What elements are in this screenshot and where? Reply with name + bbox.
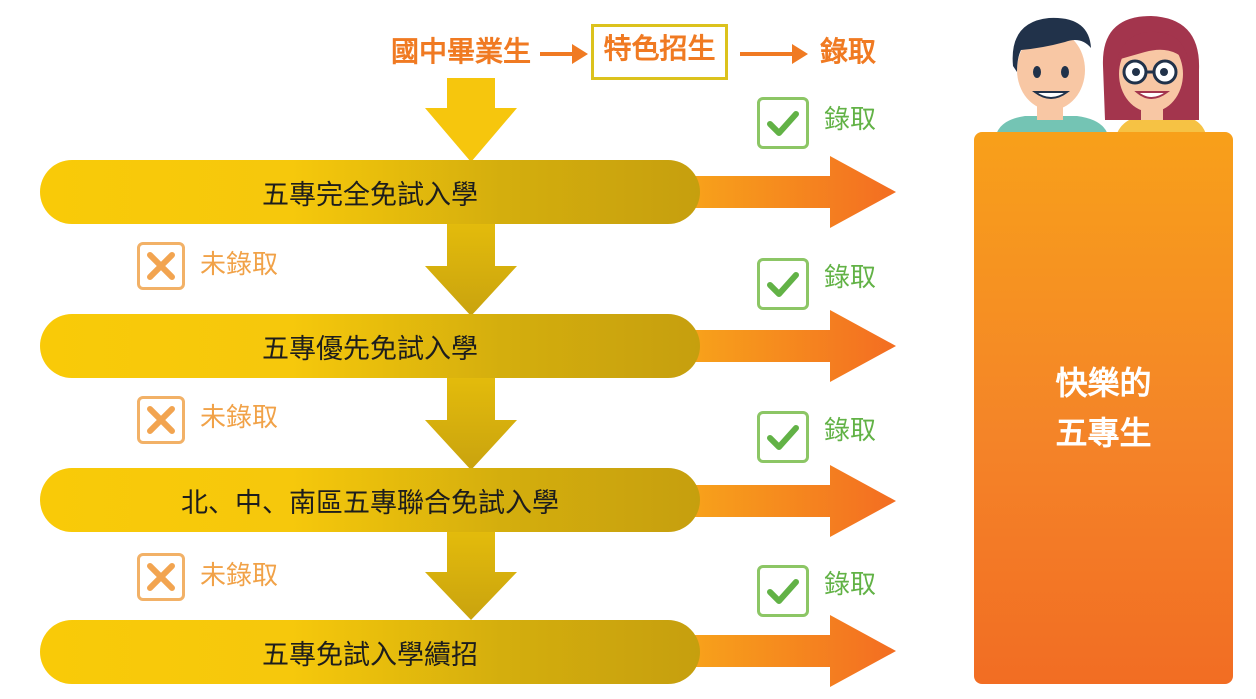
- check-icon: [757, 258, 809, 310]
- right-arrow-icon: [680, 156, 896, 228]
- stage-priority-exam-free: 五專優先免試入學: [40, 314, 700, 378]
- stage-joint-exam-free: 北、中、南區五專聯合免試入學: [40, 468, 700, 532]
- right-arrow-icon: [680, 465, 896, 537]
- outcome-line-2: 五專生: [1055, 414, 1152, 452]
- down-arrow-icon: [425, 224, 517, 316]
- cross-icon: [137, 242, 185, 290]
- down-arrow-icon: [425, 378, 517, 470]
- not-admitted-label: 未錄取: [200, 403, 279, 433]
- not-admitted-label: 未錄取: [200, 250, 279, 280]
- admitted-label: 錄取: [824, 105, 877, 135]
- outcome-line-1: 快樂的: [1055, 364, 1152, 402]
- down-arrow-icon: [425, 532, 517, 620]
- admitted-label: 錄取: [824, 416, 877, 446]
- right-arrow-icon: [680, 615, 896, 687]
- top-admit-label: 錄取: [820, 35, 877, 68]
- cross-icon: [137, 396, 185, 444]
- stage-label: 五專完全免試入學: [262, 179, 478, 211]
- stage-complete-exam-free: 五專完全免試入學: [40, 160, 700, 224]
- outcome-panel: 快樂的 五專生: [974, 132, 1233, 684]
- admitted-label: 錄取: [824, 263, 877, 293]
- cross-icon: [137, 553, 185, 601]
- students-illustration: [995, 16, 1207, 140]
- check-icon: [757, 565, 809, 617]
- stage-label: 北、中、南區五專聯合免試入學: [181, 487, 559, 519]
- student-girl-illustration: [1102, 16, 1207, 140]
- down-arrow-icon: [425, 78, 517, 162]
- check-icon: [757, 97, 809, 149]
- stage-label: 五專免試入學續招: [262, 639, 478, 671]
- right-arrow-icon: [540, 44, 588, 64]
- special-admission-label: 特色招生: [603, 32, 716, 65]
- check-icon: [757, 411, 809, 463]
- student-boy-illustration: [995, 17, 1109, 140]
- admitted-label: 錄取: [824, 570, 877, 600]
- right-arrow-icon: [740, 44, 808, 64]
- junior-high-graduate-label: 國中畢業生: [391, 35, 532, 68]
- special-admission-box: 特色招生: [591, 24, 728, 80]
- right-arrow-icon: [680, 310, 896, 382]
- not-admitted-label: 未錄取: [200, 561, 279, 591]
- stage-label: 五專優先免試入學: [262, 333, 478, 365]
- stage-supplementary-recruitment: 五專免試入學續招: [40, 620, 700, 684]
